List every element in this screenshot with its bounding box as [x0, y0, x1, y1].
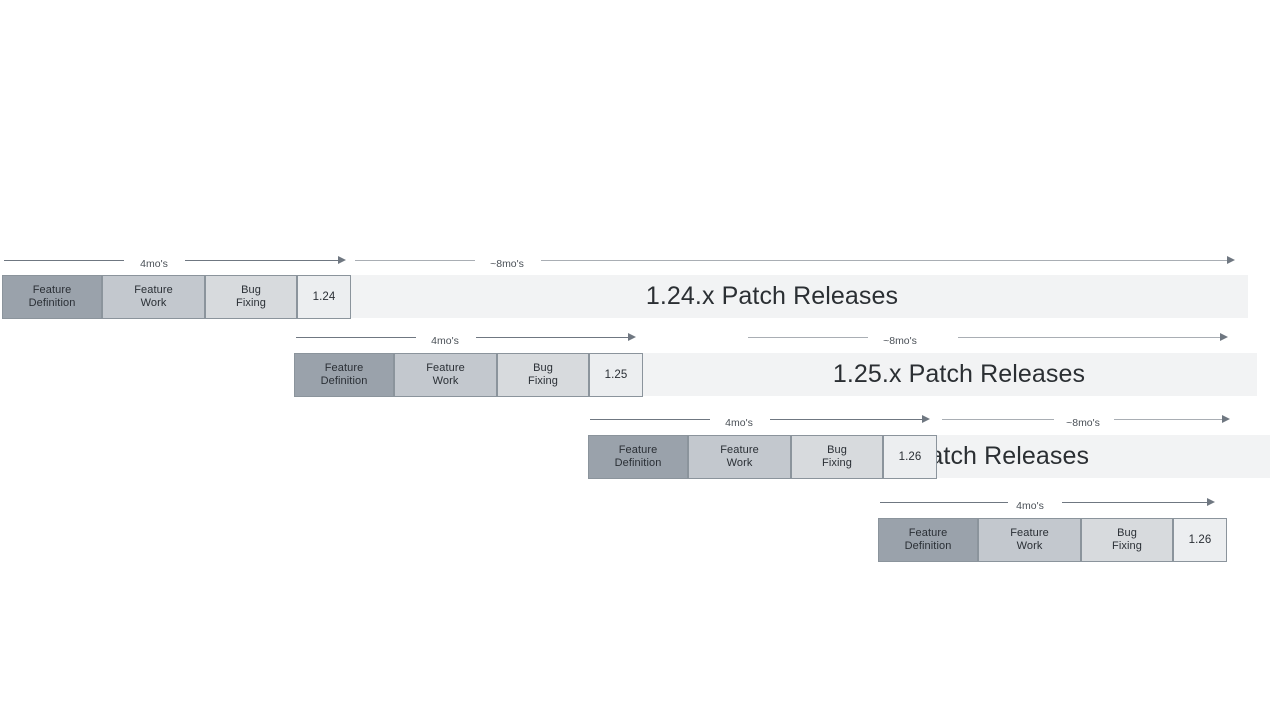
phase-strip-124: Feature Definition Feature Work Bug Fixi… — [2, 275, 351, 319]
phase-label-line1: Feature — [908, 527, 948, 539]
arrow-head-icon — [1222, 415, 1230, 423]
arrow-line-right — [770, 419, 925, 420]
phase-version-badge[interactable]: 1.26 — [1173, 518, 1227, 562]
patch-duration-arrow-124: ~8mo's — [355, 250, 1239, 272]
arrow-line-left — [4, 260, 124, 261]
phase-label-line2: Fixing — [1112, 540, 1142, 552]
phase-feature-work[interactable]: Feature Work — [102, 275, 205, 319]
arrow-head-icon — [922, 415, 930, 423]
phase-label-line2: Definition — [904, 540, 952, 552]
phase-label-line2: Work — [726, 457, 753, 469]
dev-duration-arrow-126-next: 4mo's — [880, 492, 1224, 514]
patch-duration-label: ~8mo's — [1066, 417, 1100, 429]
phase-label-line1: Feature — [618, 444, 658, 456]
phase-feature-definition[interactable]: Feature Definition — [588, 435, 688, 479]
phase-bug-fixing[interactable]: Bug Fixing — [205, 275, 297, 319]
phase-label-line1: Bug — [827, 444, 847, 456]
phase-bug-fixing[interactable]: Bug Fixing — [1081, 518, 1173, 562]
arrow-line-right — [1062, 502, 1210, 503]
dev-duration-label: 4mo's — [725, 417, 753, 429]
phase-label-line2: Fixing — [236, 297, 266, 309]
phase-label-line2: Definition — [320, 375, 368, 387]
arrow-line-left — [748, 337, 868, 338]
phase-label-line1: Bug — [533, 362, 553, 374]
arrow-line-right — [958, 337, 1222, 338]
phase-feature-work[interactable]: Feature Work — [688, 435, 791, 479]
phase-version-badge[interactable]: 1.24 — [297, 275, 351, 319]
arrow-line-right — [185, 260, 340, 261]
phase-label-line1: Feature — [32, 284, 72, 296]
phase-label-line2: Fixing — [528, 375, 558, 387]
phase-bug-fixing[interactable]: Bug Fixing — [791, 435, 883, 479]
phase-feature-work[interactable]: Feature Work — [394, 353, 497, 397]
phase-label-line2: Definition — [28, 297, 76, 309]
phase-label-line2: Work — [1016, 540, 1043, 552]
phase-strip-126-next: Feature Definition Feature Work Bug Fixi… — [878, 518, 1227, 562]
arrow-head-icon — [1207, 498, 1215, 506]
dev-duration-label: 4mo's — [431, 335, 459, 347]
arrow-line-left — [296, 337, 416, 338]
arrow-line-right — [476, 337, 631, 338]
patch-duration-label: ~8mo's — [490, 258, 524, 270]
dev-duration-arrow-124: 4mo's — [4, 250, 348, 272]
phase-label-line2: Work — [432, 375, 459, 387]
phase-label-line2: Fixing — [822, 457, 852, 469]
phase-strip-125: Feature Definition Feature Work Bug Fixi… — [294, 353, 643, 397]
phase-feature-work[interactable]: Feature Work — [978, 518, 1081, 562]
phase-version-badge[interactable]: 1.25 — [589, 353, 643, 397]
patch-duration-label: ~8mo's — [883, 335, 917, 347]
phase-bug-fixing[interactable]: Bug Fixing — [497, 353, 589, 397]
phase-feature-definition[interactable]: Feature Definition — [878, 518, 978, 562]
arrow-line-left — [880, 502, 1008, 503]
phase-feature-definition[interactable]: Feature Definition — [294, 353, 394, 397]
arrow-head-icon — [1227, 256, 1235, 264]
phase-label-line1: Feature — [426, 362, 465, 374]
phase-label-line1: Feature — [1010, 527, 1049, 539]
dev-duration-label: 4mo's — [1016, 500, 1044, 512]
arrow-head-icon — [338, 256, 346, 264]
dev-duration-arrow-125: 4mo's — [296, 327, 640, 349]
patch-release-label: 1.25.x Patch Releases — [832, 360, 1086, 388]
phase-label-line1: Bug — [241, 284, 261, 296]
arrow-head-icon — [628, 333, 636, 341]
phase-label-line1: Bug — [1117, 527, 1137, 539]
phase-label-line2: Definition — [614, 457, 662, 469]
dev-duration-label: 4mo's — [140, 258, 168, 270]
arrow-line-left — [355, 260, 475, 261]
patch-duration-arrow-126: ~8mo's — [942, 409, 1240, 431]
dev-duration-arrow-126: 4mo's — [590, 409, 934, 431]
patch-duration-arrow-125: ~8mo's — [748, 327, 1240, 349]
arrow-head-icon — [1220, 333, 1228, 341]
phase-strip-126: Feature Definition Feature Work Bug Fixi… — [588, 435, 937, 479]
phase-label-line1: Feature — [134, 284, 173, 296]
phase-label-line1: Feature — [324, 362, 364, 374]
phase-label-line2: Work — [140, 297, 167, 309]
patch-release-label: 1.24.x Patch Releases — [645, 282, 899, 310]
arrow-line-right — [541, 260, 1229, 261]
phase-label-line1: Feature — [720, 444, 759, 456]
arrow-line-left — [590, 419, 710, 420]
arrow-line-left — [942, 419, 1054, 420]
phase-version-badge[interactable]: 1.26 — [883, 435, 937, 479]
phase-feature-definition[interactable]: Feature Definition — [2, 275, 102, 319]
arrow-line-right — [1114, 419, 1224, 420]
